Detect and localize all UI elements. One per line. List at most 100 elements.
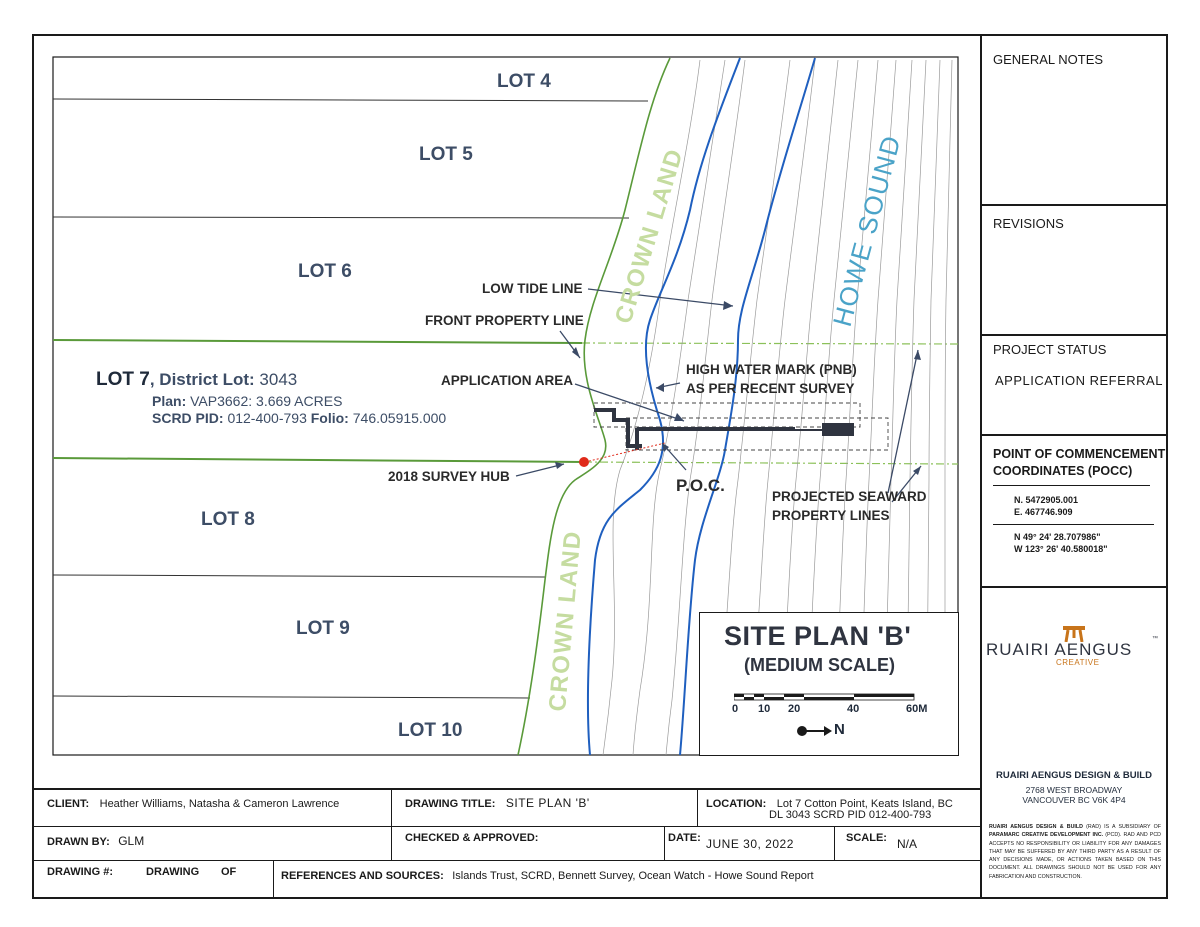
- scale-bar: [734, 693, 915, 701]
- drawn-by-field: DRAWN BY: GLM: [47, 832, 144, 850]
- front-property-label: FRONT PROPERTY LINE: [425, 313, 584, 328]
- hwm-label-1: HIGH WATER MARK (PNB): [686, 362, 857, 377]
- crown-land-lower-label: CROWN LAND: [544, 529, 587, 712]
- disclaimer-lead: RUAIRI AENGUS DESIGN & BUILD: [989, 824, 1083, 830]
- location-field: LOCATION: Lot 7 Cotton Point, Keats Isla…: [706, 794, 953, 812]
- client-label: CLIENT:: [47, 798, 90, 810]
- title-block-top-rule: [34, 788, 980, 790]
- scale-tick-60: 60M: [906, 703, 928, 715]
- seaward-label-2: PROPERTY LINES: [772, 508, 890, 523]
- lot-4-label: LOT 4: [497, 71, 551, 92]
- plan-label: Plan:: [152, 393, 187, 409]
- drawing-title-field: DRAWING TITLE: SITE PLAN 'B': [405, 794, 590, 812]
- northing-value: N. 5472905.001: [1014, 495, 1079, 505]
- address-line-1: 2768 WEST BROADWAY: [1025, 785, 1123, 795]
- lot-7-info: LOT 7, District Lot: 3043 Plan: VAP3662:…: [96, 369, 446, 426]
- lot-10-label: LOT 10: [398, 720, 463, 741]
- lot-lines: [52, 98, 649, 699]
- of-label: OF: [221, 866, 237, 878]
- date-value: JUNE 30, 2022: [706, 837, 794, 851]
- address-line-2: VANCOUVER BC V6K 4P4: [1022, 795, 1126, 805]
- low-tide-line: [679, 57, 816, 756]
- logo-subtext: CREATIVE: [1056, 658, 1100, 667]
- title-block-rule-2: [34, 826, 980, 827]
- site-plan-subtitle: (MEDIUM SCALE): [744, 655, 895, 675]
- acres-value: : 3.669 ACRES: [248, 393, 343, 409]
- client-field: CLIENT: Heather Williams, Natasha & Came…: [47, 794, 339, 812]
- district-lot-value: 3043: [254, 370, 298, 389]
- poc-label: P.O.C.: [676, 476, 725, 495]
- district-lot-label: , District Lot:: [149, 370, 255, 389]
- location-value-1: Lot 7 Cotton Point, Keats Island, BC: [776, 798, 953, 810]
- site-plan-map: CROWN LAND CROWN LAND HOWE SOUND: [52, 56, 959, 756]
- lot-6-label: LOT 6: [298, 261, 352, 282]
- disclaimer-mid: (RAD) IS A SUBSIDIARY OF: [1082, 824, 1161, 830]
- site-plan-title-box: SITE PLAN 'B' (MEDIUM SCALE) 0 10 20 40 …: [699, 612, 959, 756]
- checked-label: CHECKED & APPROVED:: [405, 832, 539, 844]
- lot-9-label: LOT 9: [296, 618, 350, 639]
- revisions-panel: REVISIONS: [982, 206, 1166, 336]
- latitude-value: N 49° 24' 28.707986": [1014, 532, 1101, 542]
- general-notes-title: GENERAL NOTES: [993, 52, 1104, 67]
- application-area: [593, 402, 861, 428]
- float-platform: [822, 423, 854, 436]
- location-value-2: DL 3043 SCRD PID 012-400-793: [769, 809, 932, 821]
- projected-seaward-lines: [581, 342, 959, 465]
- scale-value: N/A: [897, 837, 918, 851]
- revisions-title: REVISIONS: [993, 216, 1064, 231]
- seaward-label-1: PROJECTED SEAWARD: [772, 489, 927, 504]
- disclaimer-rest: (PCD). RAD AND PCD ACCEPTS NO RESPONSIBI…: [989, 832, 1161, 880]
- plan-value: VAP3662: [186, 393, 249, 409]
- pocc-title-1: POINT OF COMMENCEMENT: [993, 447, 1166, 461]
- references-label: REFERENCES AND SOURCES:: [281, 870, 444, 882]
- title-block-rule-3: [34, 860, 980, 861]
- scale-tick-0: 0: [732, 703, 739, 715]
- longitude-value: W 123° 26' 40.580018": [1014, 544, 1108, 554]
- lot-7-name: LOT 7: [96, 369, 150, 390]
- date-label: DATE:: [668, 832, 701, 844]
- references-field: REFERENCES AND SOURCES: Islands Trust, S…: [281, 866, 814, 884]
- drawing-title-value: SITE PLAN 'B': [505, 796, 590, 810]
- drawing-label: DRAWING: [146, 866, 200, 878]
- scale-tick-20: 20: [788, 703, 801, 715]
- company-name: RUAIRI AENGUS DESIGN & BUILD: [996, 770, 1152, 781]
- low-tide-label: LOW TIDE LINE: [482, 281, 583, 296]
- folio-value: 746.05915.000: [348, 410, 447, 426]
- company-info: RUAIRI AENGUS DESIGN & BUILD 2768 WEST B…: [982, 770, 1166, 805]
- lot-8-label: LOT 8: [201, 509, 255, 530]
- pid-value: 012-400-793: [223, 410, 311, 426]
- folio-label: Folio:: [310, 410, 349, 426]
- drawn-by-value: GLM: [118, 834, 145, 848]
- drawing-title-label: DRAWING TITLE:: [405, 798, 496, 810]
- pid-label: SCRD PID:: [152, 410, 224, 426]
- pocc-title-2: COORDINATES (POCC): [993, 464, 1133, 478]
- hwm-label-2: AS PER RECENT SURVEY: [686, 381, 855, 396]
- shoreline: [517, 57, 671, 756]
- easting-value: E. 467746.909: [1014, 507, 1073, 517]
- application-area-label: APPLICATION AREA: [441, 373, 574, 388]
- references-value: Islands Trust, SCRD, Bennett Survey, Oce…: [452, 870, 814, 882]
- logo-text: RUAIRI AENGUS: [986, 640, 1133, 659]
- company-logo: RUAIRI AENGUS ™ CREATIVE: [982, 620, 1166, 680]
- disclaimer-pcd: PARAMARC CREATIVE DEVELOPMENT INC.: [989, 832, 1104, 839]
- scale-label: SCALE:: [846, 832, 887, 844]
- lot-5-label: LOT 5: [419, 144, 473, 165]
- sidebar-divider: [980, 34, 982, 899]
- drawing-number-label: DRAWING #:: [47, 866, 113, 878]
- drawn-by-label: DRAWN BY:: [47, 836, 110, 848]
- drawing-border: [32, 34, 1168, 899]
- survey-hub-point: [579, 457, 589, 467]
- arrow-heads: [555, 301, 921, 475]
- north-arrow-icon: [797, 726, 832, 736]
- scale-tick-40: 40: [847, 703, 860, 715]
- project-status-panel: PROJECT STATUS APPLICATION REFERRAL: [982, 336, 1166, 436]
- general-notes-panel: GENERAL NOTES: [982, 36, 1166, 206]
- site-plan-title: SITE PLAN 'B': [724, 621, 912, 651]
- pocc-panel: POINT OF COMMENCEMENT COORDINATES (POCC)…: [982, 436, 1166, 588]
- survey-hub-label: 2018 SURVEY HUB: [388, 469, 510, 484]
- project-status-value: APPLICATION REFERRAL: [995, 373, 1163, 388]
- scale-tick-10: 10: [758, 703, 771, 715]
- client-value: Heather Williams, Natasha & Cameron Lawr…: [99, 798, 340, 810]
- logo-mark-icon: [1063, 626, 1085, 642]
- disclaimer-text: RUAIRI AENGUS DESIGN & BUILD (RAD) IS A …: [989, 823, 1161, 881]
